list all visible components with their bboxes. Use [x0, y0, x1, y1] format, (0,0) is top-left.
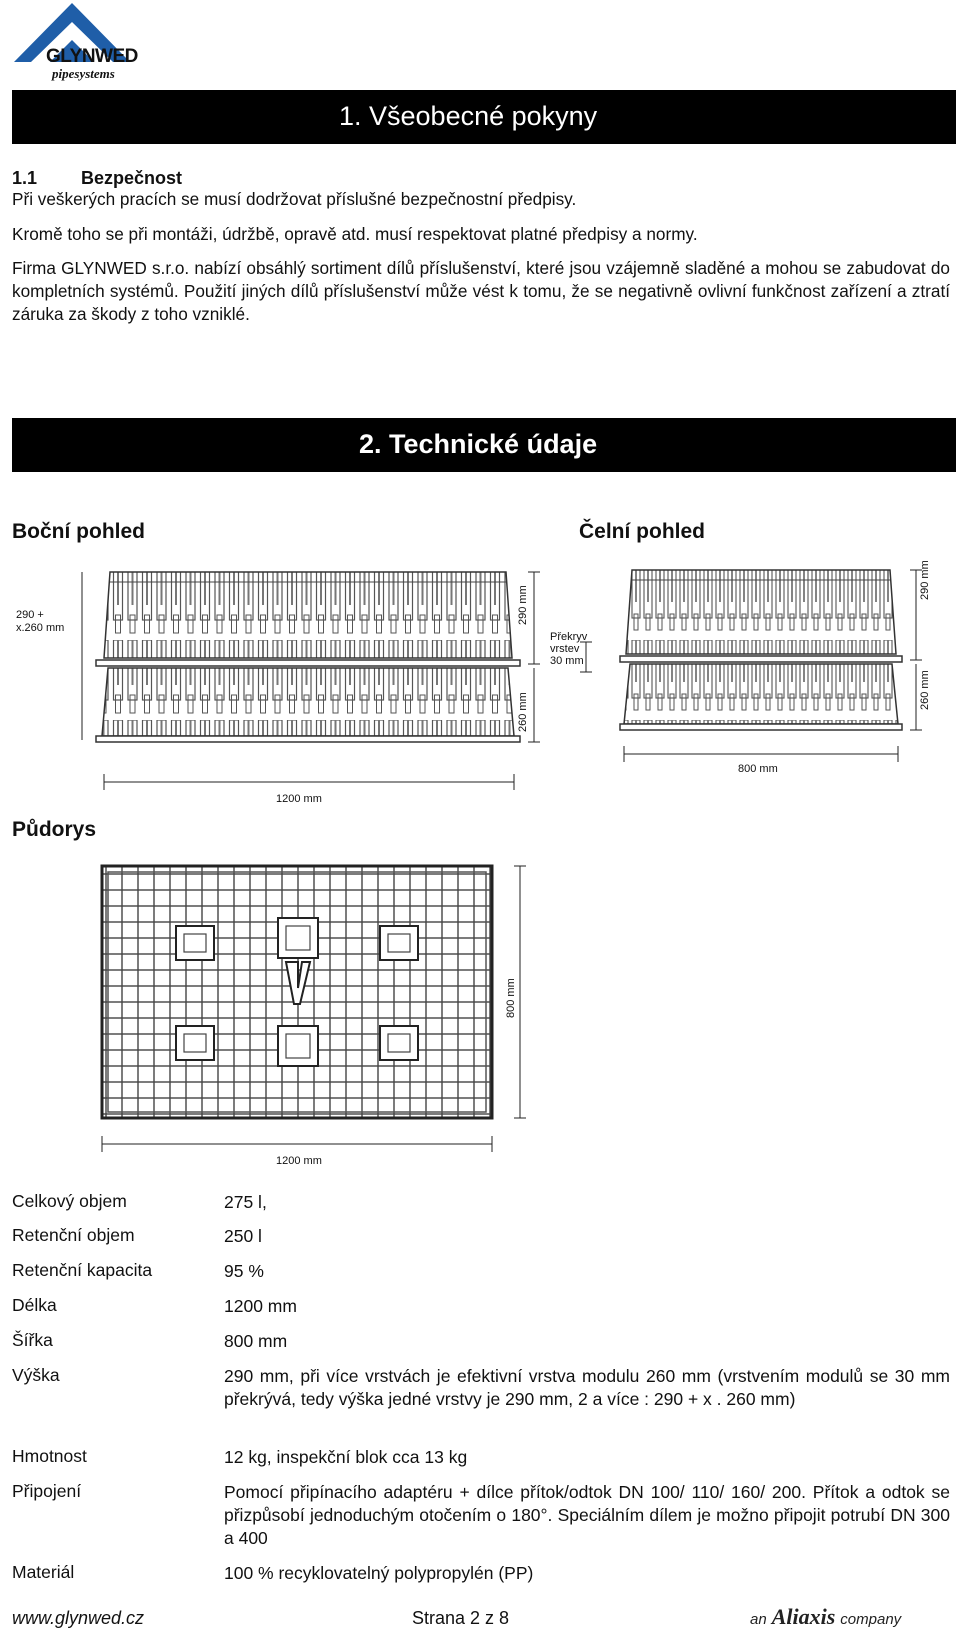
- safety-line-2: Kromě toho se při montáži, údržbě, oprav…: [12, 224, 698, 244]
- brand-name: Aliaxis: [771, 1604, 836, 1629]
- glynwed-logo-icon: [14, 3, 130, 62]
- spec-value-retention-volume: 250 l: [224, 1226, 262, 1246]
- spec-label-height: Výška: [12, 1365, 60, 1385]
- subsection-heading: 1.1 Bezpečnost: [12, 168, 182, 189]
- spec-label-weight: Hmotnost: [12, 1446, 87, 1466]
- brand-prefix: an: [750, 1611, 767, 1628]
- footer-page-number: Strana 2 z 8: [412, 1608, 510, 1628]
- subsection-title: Bezpečnost: [81, 168, 183, 188]
- overlap-label-3: 30 mm: [550, 655, 584, 667]
- spec-value-width: 800 mm: [224, 1331, 288, 1351]
- brand-suffix: company: [840, 1611, 902, 1628]
- spec-label-total-volume: Celkový objem: [12, 1191, 127, 1211]
- front-view-heading: Čelní pohled: [579, 520, 705, 543]
- spec-value-material: 100 % recyklovatelný polypropylén (PP): [224, 1563, 534, 1583]
- section-1-header: 1. Všeobecné pokyny: [12, 90, 956, 144]
- spec-label-connection: Připojení: [12, 1481, 82, 1501]
- spec-value-height: 290 mm, při více vrstvách je efektivní v…: [224, 1366, 950, 1409]
- front-dim-260: 260 mm: [919, 670, 931, 710]
- spec-value-total-volume: 275 l,: [224, 1192, 267, 1212]
- footer-brand: an Aliaxis company: [750, 1604, 901, 1630]
- spec-value-connection: Pomocí připínacího adaptéru + dílce přít…: [224, 1482, 950, 1548]
- side-view-drawing: 290 + x.260 mm 290 mm 260 mm 1200 mm: [16, 571, 540, 805]
- logo-name: GLYNWED: [46, 46, 138, 67]
- plan-dim-1200: 1200 mm: [276, 1155, 322, 1167]
- front-dim-290: 290 mm: [919, 560, 931, 600]
- side-view-heading: Boční pohled: [12, 520, 145, 543]
- spec-value-retention-capacity: 95 %: [224, 1261, 264, 1281]
- overlap-label-1: Překryv: [550, 631, 588, 643]
- footer-url[interactable]: www.glynwed.cz: [12, 1608, 145, 1628]
- plan-dim-800: 800 mm: [505, 978, 517, 1018]
- side-dim-290: 290 mm: [517, 585, 529, 625]
- plan-view-drawing: 800 mm 1200 mm: [100, 864, 526, 1167]
- spec-label-retention-volume: Retenční objem: [12, 1225, 135, 1245]
- logo-subtitle: pipesystems: [52, 66, 115, 81]
- side-dim-label-1: 290 +: [16, 609, 44, 621]
- side-dim-label-2: x.260 mm: [16, 622, 64, 634]
- spec-label-length: Délka: [12, 1295, 57, 1315]
- side-dim-260: 260 mm: [517, 692, 529, 732]
- front-view-drawing: Překryv vrstev 30 mm 290 mm 260 mm 800 m…: [550, 560, 931, 775]
- subsection-number: 1.1: [12, 168, 38, 188]
- side-dim-1200: 1200 mm: [276, 793, 322, 805]
- spec-label-retention-capacity: Retenční kapacita: [12, 1260, 153, 1280]
- section-2-title: 2. Technické údaje: [359, 429, 598, 459]
- spec-label-material: Materiál: [12, 1562, 75, 1582]
- overlap-label-2: vrstev: [550, 643, 580, 655]
- spec-label-width: Šířka: [12, 1330, 53, 1350]
- safety-line-1: Při veškerých pracích se musí dodržovat …: [12, 189, 577, 209]
- safety-paragraph: Firma GLYNWED s.r.o. nabízí obsáhlý sort…: [12, 258, 950, 324]
- front-dim-800: 800 mm: [738, 763, 778, 775]
- spec-value-weight: 12 kg, inspekční blok cca 13 kg: [224, 1447, 468, 1467]
- spec-value-length: 1200 mm: [224, 1296, 297, 1316]
- section-1-title: 1. Všeobecné pokyny: [339, 101, 598, 131]
- section-2-header: 2. Technické údaje: [12, 418, 956, 472]
- plan-view-heading: Půdorys: [12, 818, 97, 841]
